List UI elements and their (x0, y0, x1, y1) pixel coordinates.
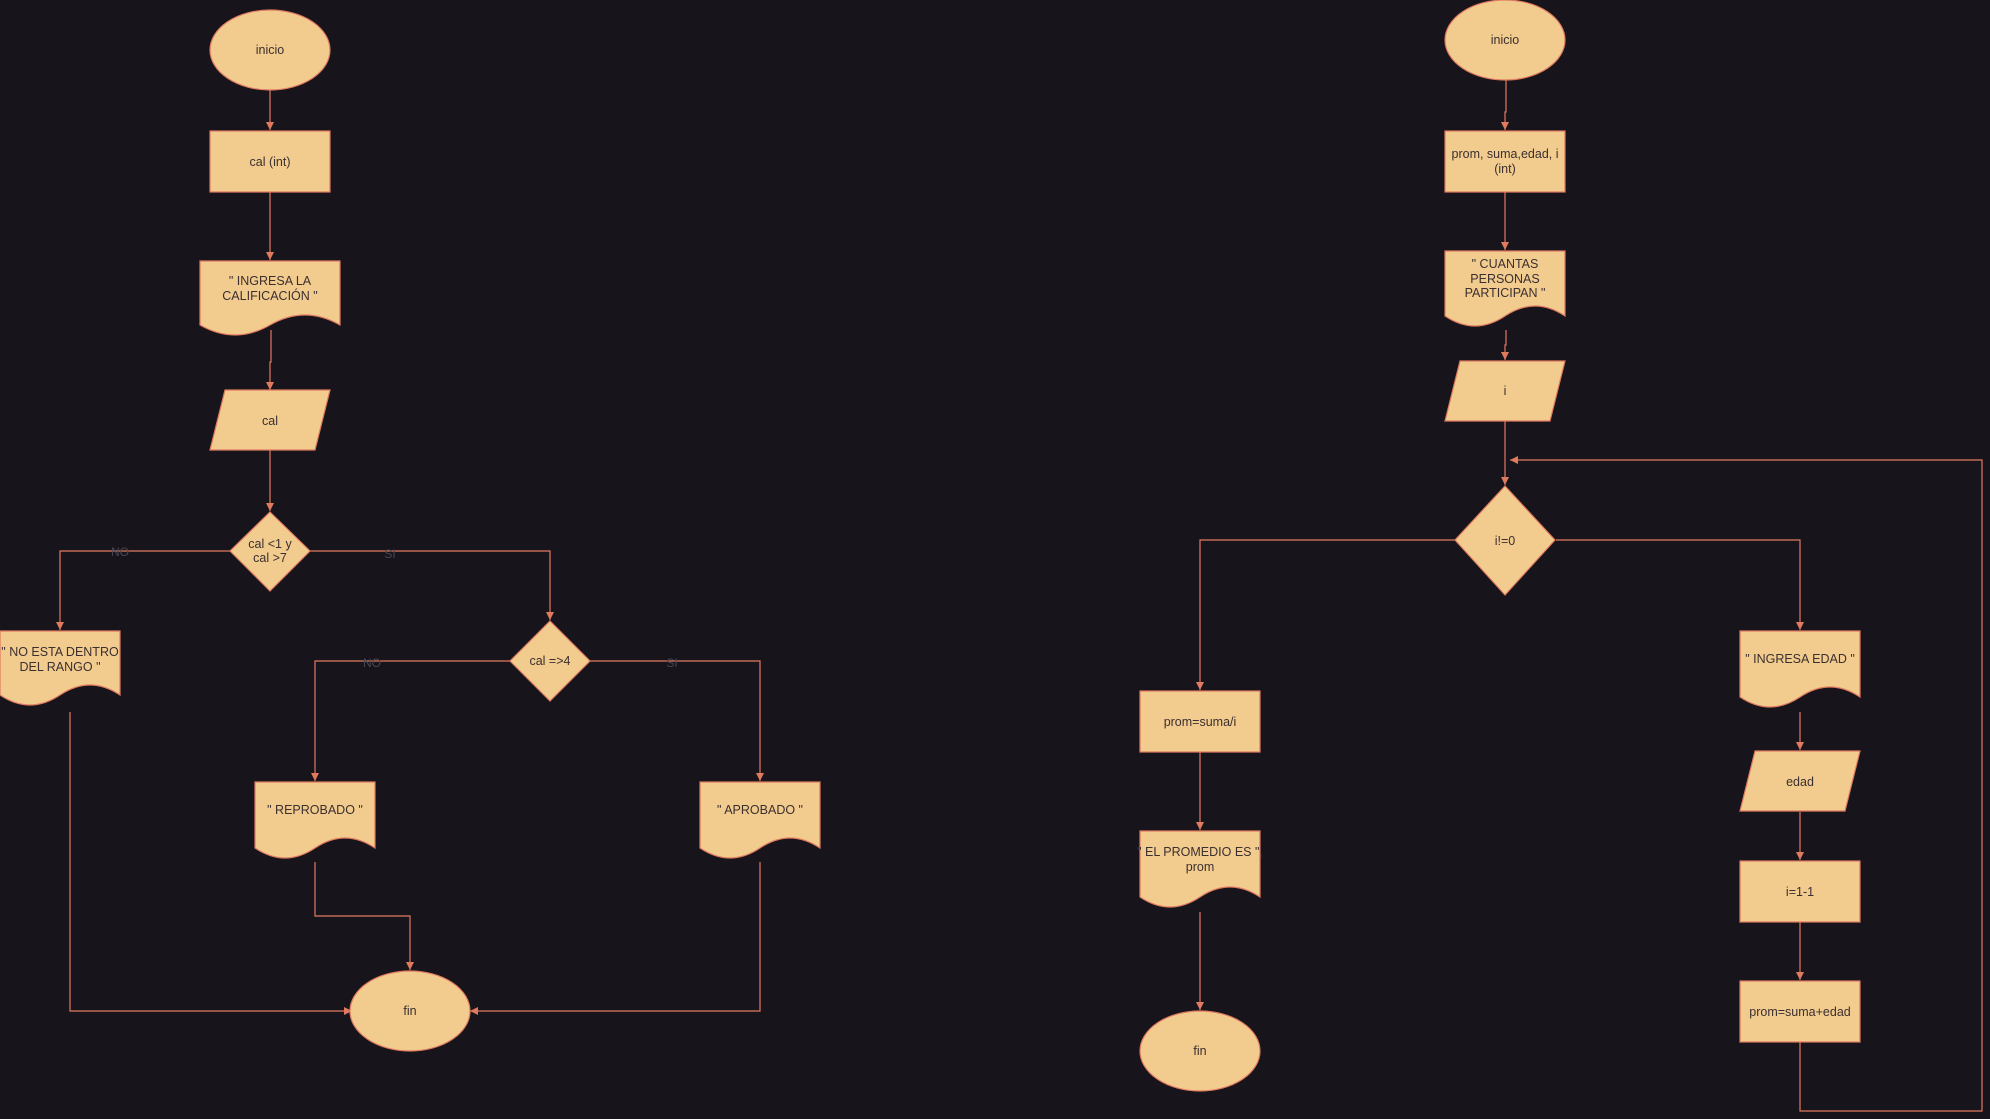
node-label: " REPROBADO " (267, 803, 363, 817)
node-label: fin (403, 1004, 416, 1018)
result-display-node[interactable]: " EL PROMEDIO ES ", prom (1137, 830, 1263, 908)
edge (266, 330, 274, 390)
node-label: " INGRESA LA (229, 274, 312, 288)
node-label: inicio (256, 43, 285, 57)
end-node[interactable]: fin (349, 970, 471, 1052)
node-label: edad (1786, 775, 1814, 789)
sum-process-node[interactable]: prom=suma+edad (1739, 980, 1861, 1043)
node-label: cal >7 (253, 551, 287, 565)
start-node[interactable]: inicio (209, 9, 331, 91)
declaration-node[interactable]: prom, suma,edad, i (int) (1444, 130, 1566, 193)
node-label: inicio (1491, 33, 1520, 47)
node-label: i!=0 (1495, 534, 1516, 548)
node-label: fin (1193, 1044, 1206, 1058)
decrement-process-node[interactable]: i=1-1 (1739, 860, 1861, 923)
node-label: PARTICIPAN " (1465, 286, 1546, 300)
decision-loop-node[interactable]: i!=0 (1454, 485, 1556, 596)
node-label: cal (262, 414, 278, 428)
prompt-display-node[interactable]: " CUANTAS PERSONAS PARTICIPAN " (1444, 250, 1566, 327)
flowchart-promedio: inicio prom, suma,edad, i (int) " CUANTA… (1137, 0, 1983, 1112)
edge-label-no: NO (363, 656, 381, 670)
node-label: cal (int) (250, 155, 291, 169)
node-label: prom=suma+edad (1749, 1005, 1851, 1019)
node-label: " CUANTAS (1472, 257, 1539, 271)
node-label: DEL RANGO " (19, 660, 100, 674)
node-label: " EL PROMEDIO ES ", (1137, 845, 1263, 859)
edge (1501, 330, 1509, 360)
node-label: " INGRESA EDAD " (1745, 652, 1855, 666)
edge-cond2-yes (590, 660, 764, 781)
edge (314, 862, 414, 970)
node-label: CALIFICACIÓN " (222, 288, 317, 303)
node-label: cal <1 y (248, 537, 292, 551)
node-label: i (1504, 384, 1507, 398)
edge-cond2-no (311, 660, 510, 781)
age-input-node[interactable]: edad (1739, 750, 1861, 812)
end-node[interactable]: fin (1139, 1010, 1261, 1092)
node-label: prom (1186, 860, 1214, 874)
edge-cond-false (1196, 539, 1456, 690)
out-of-range-display-node[interactable]: " NO ESTA DENTRO DEL RANGO " (0, 630, 121, 706)
node-label: cal =>4 (529, 654, 570, 668)
edge-label-no: NO (111, 545, 129, 559)
node-label: prom=suma/i (1164, 715, 1237, 729)
ask-age-display-node[interactable]: " INGRESA EDAD " (1739, 630, 1861, 708)
edge-cond-true (1556, 539, 1804, 630)
edge-label-si: SI (666, 656, 677, 670)
pass-display-node[interactable]: " APROBADO " (699, 781, 821, 859)
edge-cond1-yes (310, 550, 554, 620)
prompt-display-node[interactable]: " INGRESA LA CALIFICACIÓN " (199, 260, 341, 336)
decision-range-node[interactable]: cal <1 y cal >7 (229, 511, 311, 592)
node-label: (int) (1494, 162, 1516, 176)
edge (69, 712, 352, 1015)
input-node[interactable]: cal (209, 389, 331, 451)
edge-label-si: SI (384, 547, 395, 561)
node-label: PERSONAS (1470, 272, 1539, 286)
average-process-node[interactable]: prom=suma/i (1139, 690, 1261, 753)
node-label: " NO ESTA DENTRO (1, 645, 119, 659)
edge-cond1-no (56, 550, 230, 630)
edge (1501, 80, 1509, 130)
node-label: i=1-1 (1786, 885, 1814, 899)
edge (470, 862, 761, 1015)
input-node[interactable]: i (1444, 360, 1566, 422)
node-label: prom, suma,edad, i (1452, 147, 1559, 161)
edge-loop-back (1510, 456, 1983, 1112)
start-node[interactable]: inicio (1444, 0, 1566, 81)
declaration-node[interactable]: cal (int) (209, 130, 331, 193)
flowchart-calificacion: NO SI NO SI inicio cal (int) " INGRESA L… (0, 9, 821, 1052)
fail-display-node[interactable]: " REPROBADO " (254, 781, 376, 859)
node-label: " APROBADO " (717, 803, 803, 817)
decision-pass-node[interactable]: cal =>4 (509, 620, 591, 702)
